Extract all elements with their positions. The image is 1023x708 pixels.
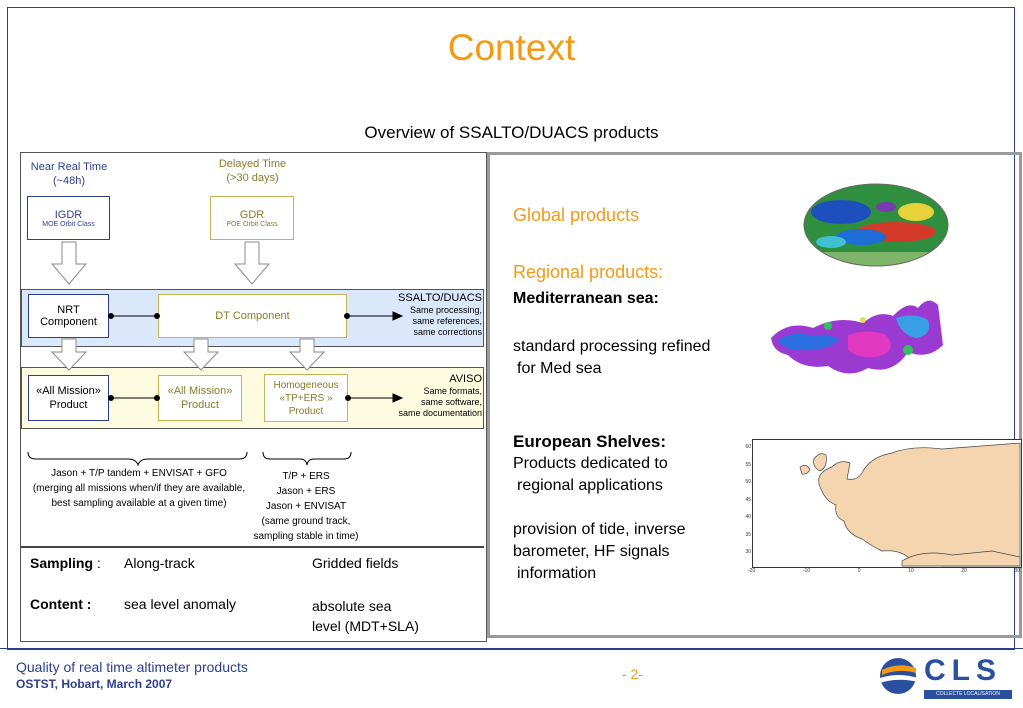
arrow-down-igdr <box>50 241 88 285</box>
page-number: - 2- <box>622 666 643 682</box>
european-shelves-heading: European Shelves: <box>513 432 667 451</box>
map-x-ticks: -20 -10 0 10 20 30 <box>748 568 1020 574</box>
sampling-along-track: Along-track <box>124 555 195 571</box>
brace-right <box>262 451 352 466</box>
brace-left-text: Jason + T/P tandem + ENVISAT + GFO (merg… <box>32 468 246 509</box>
brace-left <box>27 451 248 467</box>
cls-logo-subtitle: COLLECTE LOCALISATION SATELLITES <box>924 690 1012 706</box>
med-description: standard processing refined for Med sea <box>513 338 711 377</box>
arrow-down-all-mission <box>182 338 220 371</box>
delayed-time-label: Delayed Time(>30 days) <box>218 158 287 184</box>
content-sla: sea level anomaly <box>124 596 237 612</box>
footer-divider <box>0 648 1023 649</box>
brace-right-text: T/P + ERS Jason + ERS Jason + ENVISAT (s… <box>253 471 359 542</box>
products-panel <box>487 152 1022 638</box>
all-mission-product-2: «All Mission»Product <box>158 375 242 421</box>
slide-frame <box>7 7 1015 650</box>
sampling-row: Sampling : <box>30 555 101 571</box>
sampling-gridded: Gridded fields <box>312 555 399 571</box>
aviso-note: AVISO Same formats, same software, same … <box>398 373 482 418</box>
slide-title: Context <box>447 27 576 68</box>
arrow-down-homogeneous <box>288 338 326 371</box>
content-label: Content : <box>30 596 92 612</box>
global-products-heading: Global products <box>513 205 640 225</box>
nrt-component-box: NRT Component <box>28 294 109 338</box>
table-separator <box>21 546 484 548</box>
cls-logo: CLS COLLECTE LOCALISATION SATELLITES <box>876 652 1016 706</box>
map-y-ticks: 60 55 50 45 40 35 30 <box>745 444 751 555</box>
footer-event: OSTST, Hobart, March 2007 <box>16 677 173 691</box>
global-sla-map <box>803 183 949 267</box>
footer-title: Quality of real time altimeter products <box>16 659 248 675</box>
diagram-panel <box>20 152 487 642</box>
arrow-down-gdr <box>233 241 271 285</box>
slide-subtitle: Overview of SSALTO/DUACS products <box>364 123 659 142</box>
all-mission-product-1: «All Mission»Product <box>28 375 109 421</box>
arrow-down-nrt-product <box>50 338 88 371</box>
cls-logo-globe-icon <box>880 658 918 694</box>
ssalto-note: SSALTO/DUACS Same processing, same refer… <box>398 292 482 337</box>
homogeneous-product-box: Homogeneous«TP+ERS »Product <box>264 374 348 422</box>
mediterranean-map <box>771 300 943 374</box>
eu-description: Products dedicated to regional applicati… <box>513 455 686 582</box>
igdr-box: IGDR MOE Orbit Class <box>27 196 110 240</box>
dt-component-box: DT Component <box>158 294 347 338</box>
mediterranean-heading: Mediterranean sea: <box>513 290 659 307</box>
european-land <box>799 442 1021 567</box>
nrt-time-label: Near Real Time(~48h) <box>30 161 108 187</box>
gdr-box: GDR POE Orbit Class <box>210 196 294 240</box>
cls-logo-text: CLS <box>924 654 1002 687</box>
regional-products-heading: Regional products: <box>513 262 664 282</box>
